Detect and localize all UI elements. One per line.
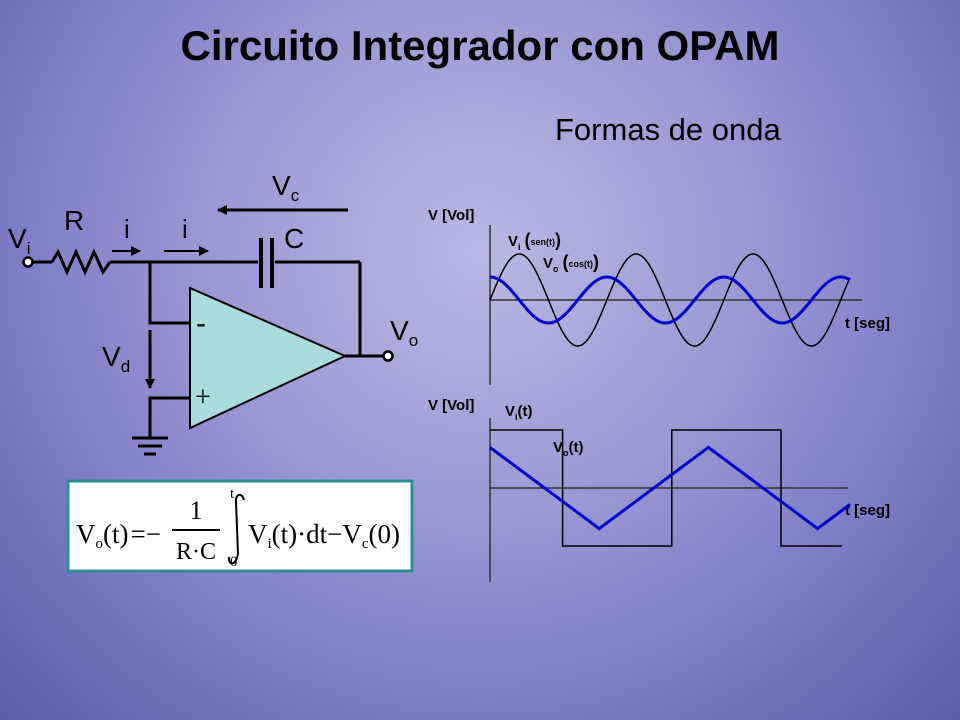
page-title: Circuito Integrador con OPAM	[180, 22, 780, 69]
integral-sign	[227, 494, 245, 565]
vc-label: Vc	[272, 170, 300, 205]
formula-lhs: Vo(t)=−	[76, 519, 161, 552]
formula-box	[66, 479, 414, 573]
opamp-plus-sign: +	[195, 382, 211, 413]
formula-fraction-numerator: 1	[190, 496, 203, 525]
current-label-1: i	[124, 214, 130, 244]
square-triangle-chart: V [Vol] t [seg] Vi(t) Vo(t)	[428, 397, 890, 582]
formula-integrand: Vi(t)·dt−Vc(0)	[248, 519, 400, 552]
opamp-minus-sign: -	[196, 307, 206, 340]
c-label: C	[284, 223, 304, 254]
integral-lower-limit: 0	[230, 554, 238, 570]
chart1-series-vi-sin	[489, 253, 851, 347]
ground-symbol	[132, 436, 168, 456]
vo-terminal	[382, 350, 394, 362]
chart1-legend-vi: Vi(sen(t))	[508, 230, 561, 252]
r-label: R	[64, 205, 84, 236]
integral-upper-limit: t	[230, 486, 235, 502]
inverting-input-wire	[148, 262, 190, 325]
chart2-legend-vi: Vi(t)	[505, 403, 533, 422]
chart1-x-axis-label: t [seg]	[845, 315, 890, 332]
chart2-x-axis-label: t [seg]	[845, 502, 890, 519]
waveforms-subtitle: Formas de onda	[555, 112, 781, 147]
chart1-legend-vo: Vo(cos(t))	[543, 252, 599, 274]
vi-terminal	[22, 256, 34, 268]
chart2-legend-vo: Vo(t)	[553, 439, 584, 458]
current-label-2: i	[182, 214, 188, 244]
resistor-symbol	[50, 248, 112, 276]
chart2-y-axis-label: V [Vol]	[428, 397, 474, 414]
vi-label: Vi	[8, 223, 30, 258]
noninverting-input-wire	[148, 396, 190, 438]
chart2-series-vi-square	[490, 429, 842, 547]
integrator-formula: Vo(t)=− 1 R·C t 0 Vi(t)·dt−Vc(0)	[66, 479, 414, 573]
opamp-triangle	[189, 286, 348, 430]
chart2-series-vo-triangle	[489, 445, 851, 531]
chart1-y-axis-label: V [Vol]	[428, 207, 474, 224]
vd-label: Vd	[102, 341, 130, 376]
chart1-series-vo-cos	[490, 275, 851, 325]
sine-cosine-chart: V [Vol] t [seg] Vi(sen(t)) Vo(cos(t))	[428, 207, 890, 385]
formula-fraction-denominator: R·C	[176, 539, 216, 565]
integrator-circuit: Vc Vi R i i C - + Vo Vd	[8, 170, 418, 456]
vo-label: Vo	[390, 315, 418, 350]
